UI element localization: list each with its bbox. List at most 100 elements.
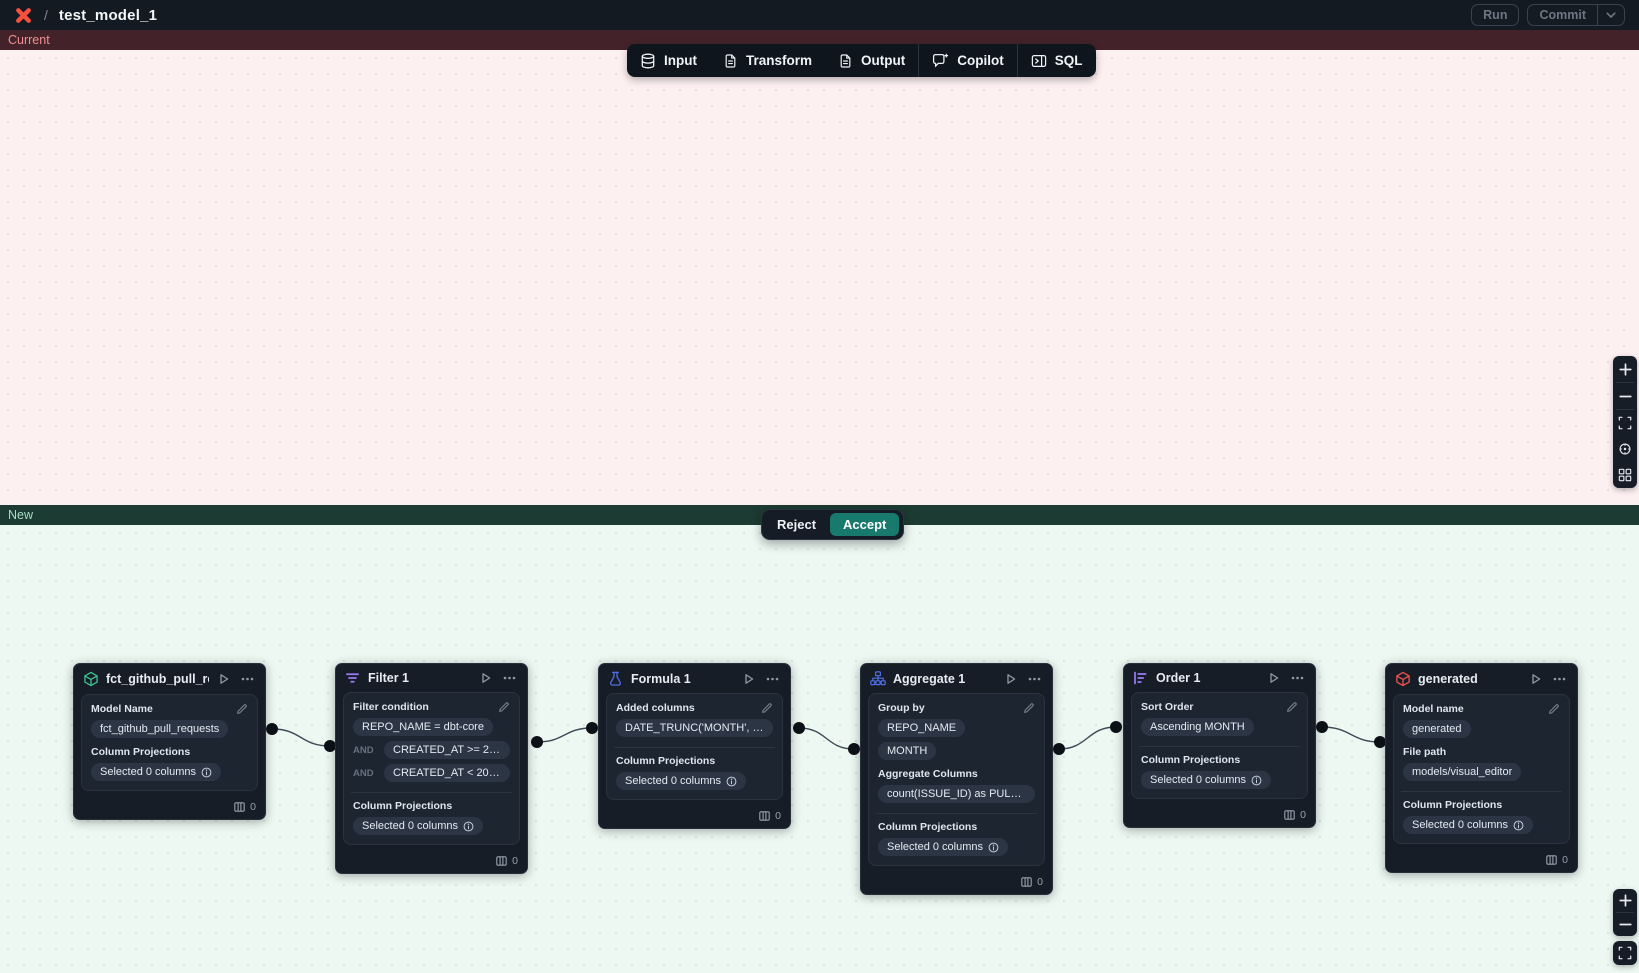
value-pill[interactable]: Selected 0 columns bbox=[878, 838, 1008, 856]
node-menu-icon[interactable] bbox=[501, 676, 518, 680]
run-node-icon[interactable] bbox=[1266, 672, 1282, 684]
toolbar-transform-button[interactable]: Transform bbox=[710, 44, 825, 77]
run-button[interactable]: Run bbox=[1471, 4, 1520, 26]
toolbar-copilot-button[interactable]: Copilot bbox=[919, 44, 1017, 77]
value-pill[interactable]: fct_github_pull_requests bbox=[91, 720, 229, 738]
file-icon bbox=[840, 53, 851, 68]
field-label: Group by bbox=[878, 702, 925, 714]
value-pill[interactable]: CREATED_AT < 2025-03-01 bbox=[384, 764, 510, 782]
field-label: Filter condition bbox=[353, 701, 429, 713]
value-pill[interactable]: count(ISSUE_ID) as PULL_REQUEST_… bbox=[878, 785, 1035, 803]
reject-button[interactable]: Reject bbox=[777, 517, 817, 532]
value-pill[interactable]: Selected 0 columns bbox=[1141, 771, 1271, 789]
toolbar-sql-button[interactable]: SQL bbox=[1018, 44, 1096, 77]
zoom-in-button[interactable] bbox=[1613, 889, 1637, 912]
toolbar-input-button[interactable]: Input bbox=[627, 44, 710, 77]
node-menu-icon[interactable] bbox=[764, 677, 781, 681]
commit-dropdown-button[interactable] bbox=[1597, 5, 1624, 25]
edit-pencil-icon[interactable] bbox=[236, 703, 248, 715]
node-card[interactable]: fct_github_pull_requests Model Namefct_g… bbox=[73, 663, 266, 820]
grid-icon bbox=[1618, 468, 1632, 482]
node-menu-icon[interactable] bbox=[1026, 677, 1043, 681]
field-row: Selected 0 columns bbox=[616, 772, 773, 790]
run-node-icon[interactable] bbox=[1528, 673, 1544, 685]
fit-view-button[interactable] bbox=[1613, 410, 1637, 436]
info-icon bbox=[1251, 775, 1262, 786]
condition-prefix: AND bbox=[353, 744, 374, 756]
value-pill[interactable]: CREATED_AT >= 2024-12-01 bbox=[384, 741, 510, 759]
edit-pencil-icon[interactable] bbox=[761, 702, 773, 714]
field-row: Ascending MONTH bbox=[1141, 718, 1298, 736]
run-node-icon[interactable] bbox=[216, 673, 232, 685]
cube-icon bbox=[1395, 671, 1411, 687]
run-node-icon[interactable] bbox=[741, 673, 757, 685]
value-pill[interactable]: Ascending MONTH bbox=[1141, 718, 1254, 736]
node-title: Formula 1 bbox=[631, 671, 691, 686]
filter-icon bbox=[345, 671, 361, 685]
value-pill[interactable]: Selected 0 columns bbox=[353, 817, 483, 835]
run-node-icon[interactable] bbox=[1003, 673, 1019, 685]
node-footer: 0 bbox=[336, 851, 527, 873]
node-column-count: 0 bbox=[1037, 876, 1043, 888]
value-pill[interactable]: Selected 0 columns bbox=[1403, 816, 1533, 834]
app-logo-x-icon[interactable] bbox=[14, 6, 33, 25]
value-pill[interactable]: REPO_NAME = dbt-core bbox=[353, 718, 493, 736]
toolbar-output-label: Output bbox=[861, 53, 906, 68]
field-label: Added columns bbox=[616, 702, 695, 714]
run-node-icon[interactable] bbox=[478, 672, 494, 684]
value-pill[interactable]: Selected 0 columns bbox=[91, 763, 221, 781]
toolbar-output-button[interactable]: Output bbox=[825, 44, 918, 77]
recenter-button[interactable] bbox=[1613, 436, 1637, 462]
edit-pencil-icon[interactable] bbox=[1286, 701, 1298, 713]
condition-prefix: AND bbox=[353, 767, 374, 779]
zoom-out-button[interactable] bbox=[1613, 913, 1637, 936]
node-menu-icon[interactable] bbox=[239, 677, 256, 681]
node-header: Aggregate 1 bbox=[861, 664, 1052, 692]
fit-view-icon bbox=[1618, 946, 1632, 960]
new-section-label: New bbox=[8, 508, 34, 522]
sql-panel-icon bbox=[1031, 54, 1046, 67]
edit-pencil-icon[interactable] bbox=[1023, 702, 1035, 714]
value-pill[interactable]: models/visual_editor bbox=[1403, 763, 1522, 781]
node-footer: 0 bbox=[74, 797, 265, 819]
value-pill[interactable]: DATE_TRUNC('MONTH', CREATED_AT… bbox=[616, 719, 773, 737]
value-pill[interactable]: MONTH bbox=[878, 742, 937, 760]
node-menu-icon[interactable] bbox=[1551, 677, 1568, 681]
node-card[interactable]: Aggregate 1 Group by REPO_NAME MONTH Aggreg… bbox=[860, 663, 1053, 895]
compass-icon bbox=[1619, 443, 1631, 455]
columns-icon bbox=[1021, 877, 1032, 887]
node-menu-icon[interactable] bbox=[1289, 676, 1306, 680]
fit-view-button[interactable] bbox=[1613, 941, 1637, 965]
edit-pencil-icon[interactable] bbox=[1548, 703, 1560, 715]
value-pill[interactable]: REPO_NAME bbox=[878, 719, 966, 737]
fit-view-icon bbox=[1618, 416, 1632, 430]
node-footer: 0 bbox=[1386, 850, 1577, 872]
toolbar-separator bbox=[1016, 44, 1018, 77]
edit-pencil-icon[interactable] bbox=[498, 701, 510, 713]
flow-controls-bottom-zoom bbox=[1613, 889, 1637, 936]
field-row: Selected 0 columns bbox=[353, 817, 510, 835]
field-label: Aggregate Columns bbox=[878, 768, 978, 780]
layout-grid-button[interactable] bbox=[1613, 462, 1637, 488]
canvas-current[interactable] bbox=[0, 50, 1639, 505]
zoom-out-button[interactable] bbox=[1613, 383, 1637, 409]
field-label: Model Name bbox=[91, 703, 153, 715]
value-pill[interactable]: Selected 0 columns bbox=[616, 772, 746, 790]
chevron-down-icon bbox=[1606, 11, 1616, 18]
value-pill[interactable]: generated bbox=[1403, 720, 1471, 738]
columns-icon bbox=[1284, 810, 1295, 820]
aggregate-icon bbox=[870, 671, 886, 686]
commit-button[interactable]: Commit bbox=[1527, 4, 1625, 26]
accept-button[interactable]: Accept bbox=[830, 513, 900, 536]
zoom-in-button[interactable] bbox=[1613, 356, 1637, 382]
field-row: AND CREATED_AT >= 2024-12-01 bbox=[353, 741, 510, 759]
